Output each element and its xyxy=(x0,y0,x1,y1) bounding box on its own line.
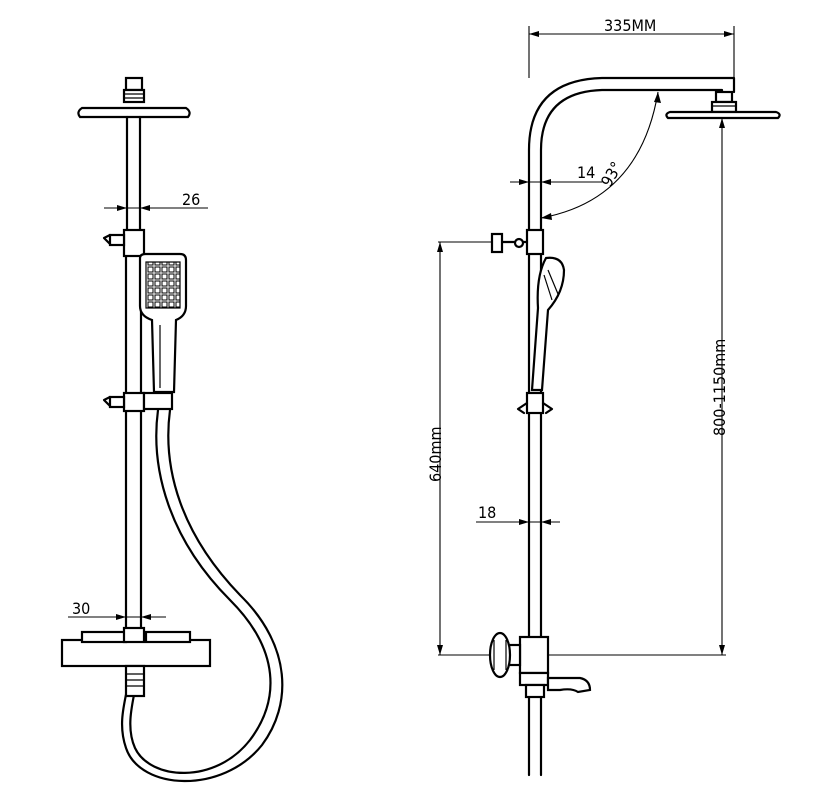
side-handshower-holder xyxy=(516,391,554,415)
front-shower-hose xyxy=(120,408,284,783)
label-overhead-height: 800-1150mm xyxy=(710,339,729,436)
label-arm-angle: 93° xyxy=(597,158,626,190)
label-arm-reach: 335MM xyxy=(604,16,656,35)
label-bar-width: 26 xyxy=(182,190,200,209)
side-dim-pipe-lower: 18 xyxy=(476,503,560,525)
label-pipe-lower: 18 xyxy=(478,503,496,522)
side-tub-spout xyxy=(518,671,592,699)
side-dim-pipe-upper: 14 xyxy=(510,163,602,185)
side-view: 335MM 14 93° 640mm xyxy=(426,16,781,777)
side-upper-bracket xyxy=(490,228,545,256)
front-dim-valve-pipe-width: 30 xyxy=(68,599,166,620)
side-hand-shower xyxy=(530,256,566,392)
side-dim-arm-reach: 335MM xyxy=(528,16,735,78)
front-sliding-bar xyxy=(124,228,143,632)
front-upper-bracket xyxy=(102,228,146,258)
label-holder-height: 640mm xyxy=(426,426,445,482)
side-rain-shower-head xyxy=(665,90,781,120)
side-dim-arm-angle: 93° xyxy=(540,91,661,220)
front-upper-riser xyxy=(125,115,142,232)
front-view: 26 30 xyxy=(60,76,284,783)
label-pipe-upper: 14 xyxy=(577,163,595,182)
side-thermostatic-valve xyxy=(488,631,550,679)
side-overhead-arm xyxy=(527,76,736,232)
front-thermostatic-valve xyxy=(60,626,212,698)
front-hand-shower xyxy=(138,252,188,394)
label-valve-pipe-width: 30 xyxy=(72,599,90,618)
front-handshower-holder xyxy=(102,391,174,413)
side-dim-holder-height: 640mm xyxy=(426,241,492,656)
front-dim-bar-width: 26 xyxy=(104,190,208,211)
front-rain-shower-head xyxy=(77,76,191,119)
side-dim-overhead-height: 800-1150mm xyxy=(548,118,729,656)
